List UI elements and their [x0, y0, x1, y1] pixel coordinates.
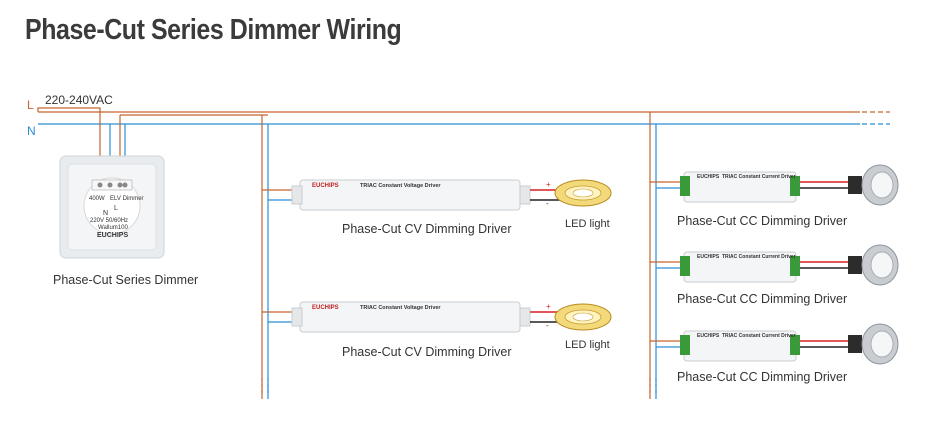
dimmer-term-n: N [103, 210, 109, 217]
cv-driver-body-1 [291, 179, 531, 211]
cv-driver-body-2 [291, 301, 531, 333]
dimmer-type: ELV Dimmer [110, 196, 144, 202]
cv-driver-1-plus: + [546, 180, 551, 189]
cv-driver-1-brand: EUCHIPS [312, 183, 339, 189]
neutral-label: N [27, 124, 36, 138]
cc-driver-2-heading: TRIAC Constant Current Driver [722, 254, 796, 260]
dimmer-label: Phase-Cut Series Dimmer [53, 273, 199, 287]
cv-output-wires-2 [530, 311, 560, 323]
led-strip-reel-2 [554, 303, 612, 331]
cc-driver-2-label: Phase-Cut CC Dimming Driver [677, 292, 848, 306]
cc-driver-body-3 [680, 330, 800, 362]
dimmer-plate [59, 155, 165, 259]
cv-driver-1-minus: - [546, 199, 549, 208]
led-strip-reel-1 [554, 179, 612, 207]
cv-driver-2-heading: TRIAC Constant Voltage Driver [360, 305, 441, 311]
cc-driver-1-heading: TRIAC Constant Current Driver [722, 174, 796, 180]
cv-bus-wires [261, 115, 300, 400]
cc-driver-2-brand: EUCHIPS [697, 254, 720, 260]
cc-driver-body-1 [680, 171, 800, 203]
downlight-3 [848, 323, 899, 365]
cc-driver-3-label: Phase-Cut CC Dimming Driver [677, 370, 848, 384]
cc-driver-body-2 [680, 251, 800, 283]
cv-driver-1-label: Phase-Cut CV Dimming Driver [342, 222, 512, 236]
dimmer-model: Wallum100 [98, 225, 128, 231]
cc-driver-1-brand: EUCHIPS [697, 174, 720, 180]
live-label: L [27, 98, 34, 112]
dimmer-rating: 220V 50/60Hz [90, 218, 129, 224]
cc-output-wires [800, 181, 850, 348]
dimmer-power: 400W [89, 196, 105, 202]
cv-driver-1-heading: TRIAC Constant Voltage Driver [360, 183, 441, 189]
cv-driver-2-brand: EUCHIPS [312, 305, 339, 311]
led-light-label-1: LED light [565, 218, 610, 230]
cv-driver-2-minus: - [546, 321, 549, 330]
page-title: Phase-Cut Series Dimmer Wiring [25, 14, 402, 46]
downlight-1 [848, 164, 899, 206]
cv-output-wires-1 [530, 189, 560, 201]
cc-driver-3-brand: EUCHIPS [697, 333, 720, 339]
cc-driver-1-label: Phase-Cut CC Dimming Driver [677, 214, 848, 228]
dimmer-term-l: L [114, 205, 118, 212]
cc-driver-3-heading: TRIAC Constant Current Driver [722, 333, 796, 339]
dimmer-brand: EUCHIPS [97, 232, 129, 239]
downlight-2 [848, 244, 899, 286]
cc-bus-wires [649, 112, 684, 400]
led-light-label-2: LED light [565, 339, 610, 351]
cv-driver-2-plus: + [546, 302, 551, 311]
voltage-label: 220-240VAC [45, 93, 113, 107]
cv-driver-2-label: Phase-Cut CV Dimming Driver [342, 345, 512, 359]
